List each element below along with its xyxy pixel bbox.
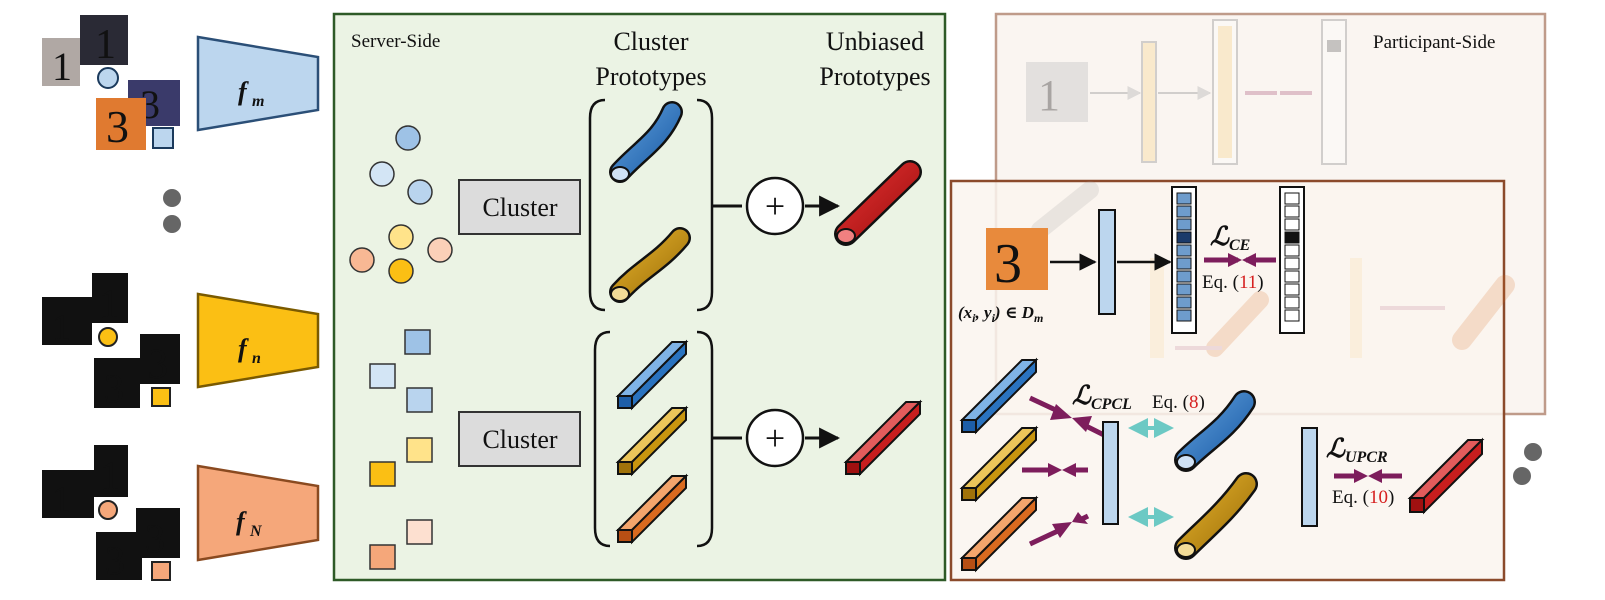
svg-text:n: n (252, 350, 261, 367)
svg-text:3: 3 (147, 342, 168, 388)
cpcl-pull-arrows (1022, 395, 1112, 547)
cluster-prototypes-title-2: Prototypes (595, 62, 706, 91)
aggregate-top: + (712, 176, 841, 236)
ellipsis-dots-right (1513, 443, 1542, 485)
digits-group-m: 1 1 3 3 (42, 15, 180, 152)
svg-text:3: 3 (994, 233, 1022, 295)
ellipsis-dots-left (163, 189, 181, 233)
prototype-box-gold (615, 405, 689, 477)
svg-text:1: 1 (1038, 71, 1060, 120)
cluster-box-bottom: Cluster (458, 411, 581, 467)
svg-text:3: 3 (105, 538, 125, 583)
svg-text:ℒ: ℒ (1210, 222, 1230, 251)
prototype-box-orange (615, 473, 689, 545)
svg-text:Cluster: Cluster (482, 193, 557, 222)
svg-text:Eq. (10): Eq. (10) (1332, 487, 1394, 508)
prototype-cylinder-gold (609, 227, 691, 303)
encoder-feature (1098, 209, 1116, 315)
participant-cylinder-gold (1174, 472, 1258, 560)
participant-side-title: Participant-Side (1373, 32, 1495, 53)
unbiased-prototypes-title-2: Prototypes (819, 62, 930, 91)
unbiased-prototype-box (843, 399, 923, 477)
svg-text:f: f (238, 77, 249, 106)
svg-text:1: 1 (52, 44, 72, 89)
svg-text:ℒ: ℒ (1072, 381, 1092, 410)
unbiased-prototypes-title-1: Unbiased (826, 27, 924, 56)
svg-text:3: 3 (145, 516, 165, 561)
svg-text:f: f (238, 334, 249, 363)
cluster-prototypes-title-1: Cluster (613, 27, 688, 56)
participant-box-orange (959, 495, 1039, 573)
model-fn: f n (196, 292, 320, 389)
participant-box-gold (959, 425, 1039, 503)
ghost-items (1031, 181, 1515, 358)
svg-text:CE: CE (1229, 237, 1250, 254)
model-fm: f m (196, 35, 320, 132)
sample-pair-label: (xi, yi) ∈ Dm (958, 303, 1043, 325)
prototype-cylinder-blue (609, 101, 683, 183)
svg-text:1: 1 (52, 479, 71, 521)
svg-text:1: 1 (100, 454, 121, 500)
svg-text:Cluster: Cluster (482, 425, 557, 454)
svg-text:+: + (765, 418, 785, 458)
svg-text:1: 1 (99, 282, 120, 328)
svg-text:1: 1 (95, 22, 116, 68)
digits-group-n: 1 1 3 3 (42, 273, 180, 411)
svg-text:CPCL: CPCL (1091, 396, 1132, 413)
svg-text:f: f (236, 507, 247, 536)
svg-text:N: N (249, 523, 263, 540)
logits-vector (1171, 186, 1197, 334)
svg-text:ℒ: ℒ (1326, 434, 1346, 463)
prototype-box-blue (615, 339, 689, 411)
square-points (369, 329, 433, 570)
svg-text:Eq. (11): Eq. (11) (1202, 272, 1264, 293)
model-fN: f N (196, 464, 320, 562)
participant-unbiased-box (1407, 437, 1485, 515)
svg-text:(xi, yi) ∈ Dm: (xi, yi) ∈ Dm (958, 303, 1043, 325)
svg-text:Eq. (8): Eq. (8) (1152, 392, 1205, 413)
svg-text:UPCR: UPCR (1345, 449, 1388, 466)
loss-ce: ℒ CE Eq. (11) (1202, 222, 1276, 293)
svg-text:m: m (252, 93, 264, 110)
loss-cpcl: ℒ CPCL Eq. (8) (1072, 381, 1205, 413)
loss-upcr: ℒ UPCR Eq. (10) (1326, 434, 1402, 508)
aggregate-bottom: + (712, 408, 841, 468)
unbiased-prototype-cylinder (834, 160, 922, 246)
svg-text:+: + (765, 186, 785, 226)
cluster-box-top: Cluster (458, 179, 581, 235)
svg-text:3: 3 (104, 366, 124, 411)
svg-text:3: 3 (106, 101, 129, 152)
server-side-title: Server-Side (351, 31, 440, 52)
participant-feature-2 (1301, 427, 1318, 527)
server-side-panel: Server-Side Cluster Prototypes Unbiased … (332, 12, 947, 582)
participant-feature (1102, 421, 1119, 525)
teal-arrows (1128, 418, 1174, 527)
participant-box-blue (959, 357, 1039, 435)
input-image-3: 3 (986, 228, 1048, 295)
svg-text:1: 1 (52, 307, 71, 349)
digits-group-N: 1 1 3 3 (42, 445, 180, 583)
circle-points (349, 125, 453, 284)
faded-pipeline: 1 (1026, 19, 1347, 165)
label-vector (1279, 186, 1305, 334)
participant-cylinder-blue (1174, 390, 1256, 472)
